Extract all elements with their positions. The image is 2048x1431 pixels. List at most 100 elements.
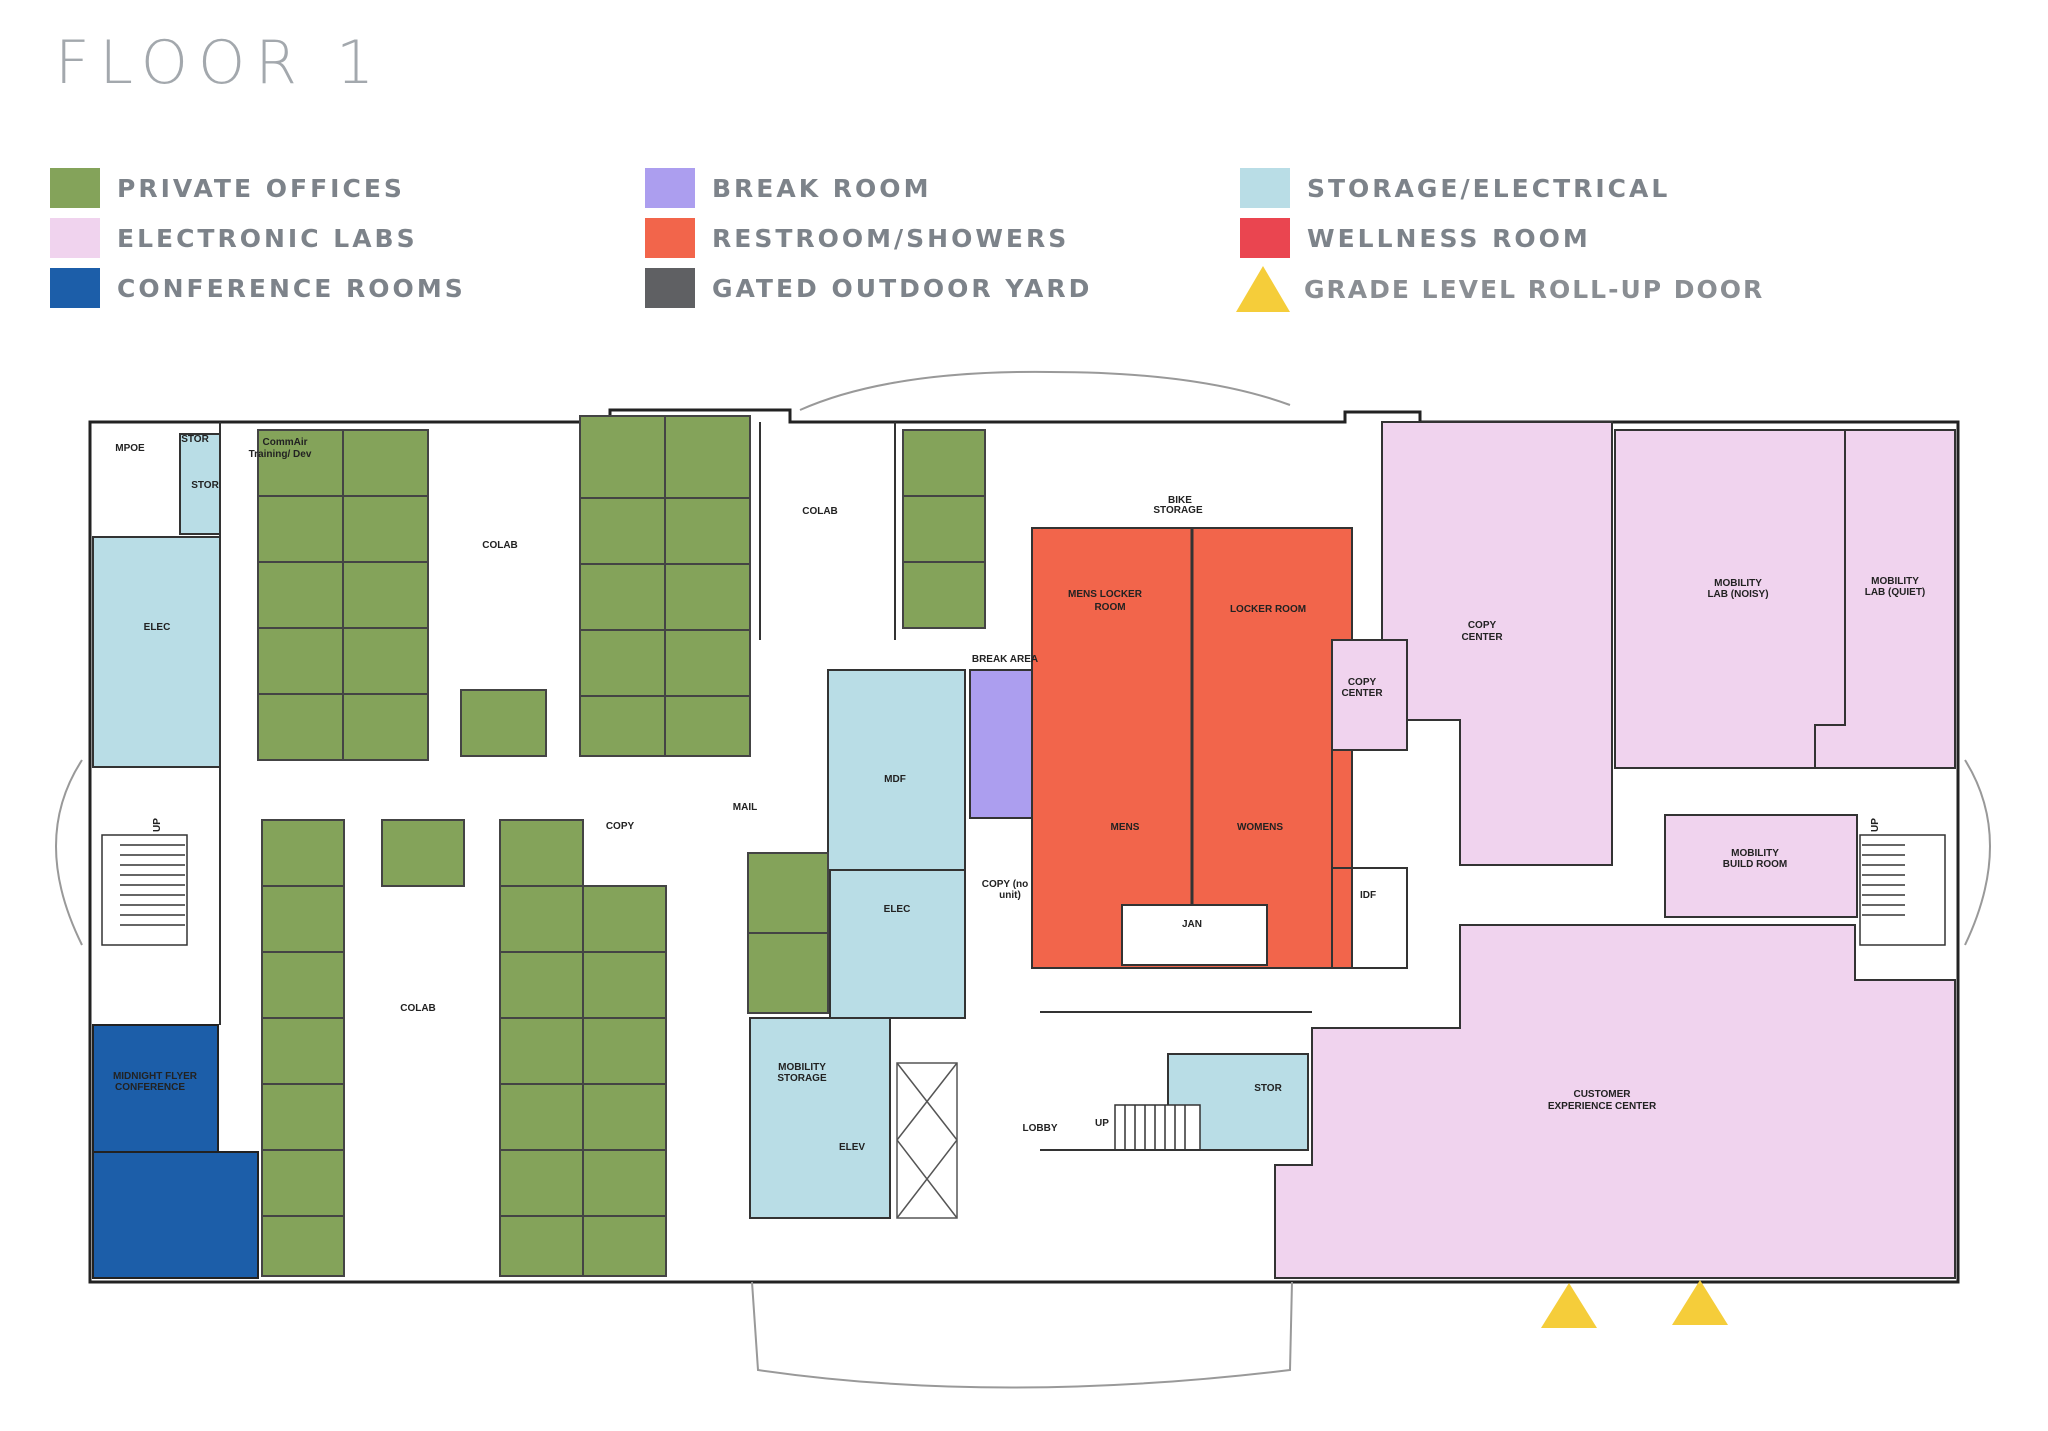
office [261, 1149, 345, 1217]
office [257, 627, 344, 695]
legend-label: ELECTRONIC LABS [117, 223, 418, 253]
label-womens-locker: LOCKER ROOM [1230, 604, 1306, 615]
legend-label: PRIVATE OFFICES [117, 173, 405, 203]
label-mail: MAIL [733, 802, 757, 813]
electronic-labs [1274, 421, 1956, 1279]
label-elec: ELEC [884, 904, 911, 915]
label-customer: CUSTOMER [1573, 1089, 1631, 1100]
office [499, 1083, 584, 1151]
label-lobby: LOBBY [1023, 1123, 1058, 1134]
room-copy-center-small [1331, 639, 1408, 751]
office [664, 695, 751, 757]
label-mdf: MDF [884, 774, 906, 785]
office [342, 429, 429, 497]
page-title: FLOOR 1 [55, 28, 385, 98]
legend-label: WELLNESS ROOM [1307, 223, 1591, 253]
label-conference-2: CONFERENCE [115, 1082, 185, 1093]
legend-item-storage-electrical: STORAGE/ELECTRICAL [1240, 168, 1670, 208]
office [579, 629, 666, 697]
label-mobility-build: MOBILITY [1731, 848, 1779, 859]
legend-item-conference-rooms: CONFERENCE ROOMS [50, 268, 466, 308]
office [261, 819, 345, 887]
label-mobility-noisy: MOBILITY [1714, 578, 1762, 589]
label-mobility-noisy-2: LAB (NOISY) [1707, 589, 1768, 600]
legend-swatch [1240, 168, 1290, 208]
label-bike-storage: STORAGE [1153, 505, 1203, 516]
room-conference-large [92, 1151, 259, 1279]
entry-bay-bottom [751, 1281, 1293, 1389]
label-stor: STOR [1254, 1083, 1282, 1094]
room-copy-center [1381, 421, 1613, 866]
label-commair-training: Training/ Dev [249, 449, 312, 460]
legend-swatch [50, 218, 100, 258]
office [499, 885, 584, 953]
triangle-icon [1236, 266, 1290, 312]
office [342, 627, 429, 695]
label-copy-center-small: COPY [1348, 677, 1377, 688]
office [261, 1017, 345, 1085]
legend-item-electronic-labs: ELECTRONIC LABS [50, 218, 418, 258]
legend-swatch [1240, 218, 1290, 258]
office [460, 689, 547, 757]
legend-item-wellness-room: WELLNESS ROOM [1240, 218, 1591, 258]
label-copy-center-2: CENTER [1461, 632, 1503, 643]
office [582, 1149, 667, 1217]
label-up: UP [152, 818, 163, 832]
office [381, 819, 465, 887]
label-up: UP [1870, 818, 1881, 832]
office [582, 951, 667, 1019]
building-outline [88, 408, 1960, 1284]
room-customer-experience-center [1274, 924, 1956, 1279]
label-copy-center: COPY [1468, 620, 1497, 631]
office [902, 495, 986, 563]
label-stor: STOR [181, 434, 209, 445]
label-copy-no-unit: COPY (no [982, 879, 1028, 890]
legend-item-roll-up-door: GRADE LEVEL ROLL-UP DOOR [1236, 266, 1764, 312]
entry-bay-top [799, 370, 1291, 411]
label-mens: MENS [1111, 822, 1140, 833]
office [257, 561, 344, 629]
label-copy-center-small-2: CENTER [1341, 688, 1383, 699]
label-conference: MIDNIGHT FLYER [113, 1071, 198, 1082]
office [664, 497, 751, 565]
label-mobility-storage-2: STORAGE [777, 1073, 827, 1084]
legend-swatch [50, 268, 100, 308]
label-experience-center: EXPERIENCE CENTER [1548, 1101, 1657, 1112]
office [261, 1083, 345, 1151]
label-mobility-build-2: BUILD ROOM [1723, 859, 1787, 870]
label-commair: CommAir [262, 437, 307, 448]
label-mpoe: MPOE [115, 443, 145, 454]
stairs-lobby [1114, 1104, 1201, 1151]
label-colab: COLAB [802, 506, 838, 517]
office [257, 693, 344, 761]
label-up: UP [1095, 1118, 1109, 1129]
office [664, 415, 751, 499]
room-elec-left [92, 536, 221, 768]
legend-swatch [645, 218, 695, 258]
office [579, 695, 666, 757]
office [261, 951, 345, 1019]
room-elec-mid [829, 869, 966, 1019]
office [261, 1215, 345, 1277]
office [902, 429, 986, 497]
office [664, 629, 751, 697]
room-mobility-build [1664, 814, 1858, 918]
office [342, 693, 429, 761]
legend: PRIVATE OFFICES ELECTRONIC LABS CONFEREN… [0, 0, 2048, 330]
legend-swatch [50, 168, 100, 208]
legend-label: STORAGE/ELECTRICAL [1307, 173, 1671, 203]
office [579, 415, 666, 499]
legend-item-break-room: BREAK ROOM [645, 168, 931, 208]
interior-walls [219, 422, 1408, 1151]
office [747, 852, 829, 934]
office [582, 1017, 667, 1085]
label-elev: ELEV [839, 1142, 865, 1153]
room-mdf [827, 669, 966, 871]
room-mobility-lab-quiet [1814, 429, 1956, 769]
office [582, 1083, 667, 1151]
label-colab: COLAB [400, 1003, 436, 1014]
office [499, 1215, 584, 1277]
elevator [896, 1062, 958, 1219]
label-break-area: BREAK AREA [972, 654, 1038, 665]
